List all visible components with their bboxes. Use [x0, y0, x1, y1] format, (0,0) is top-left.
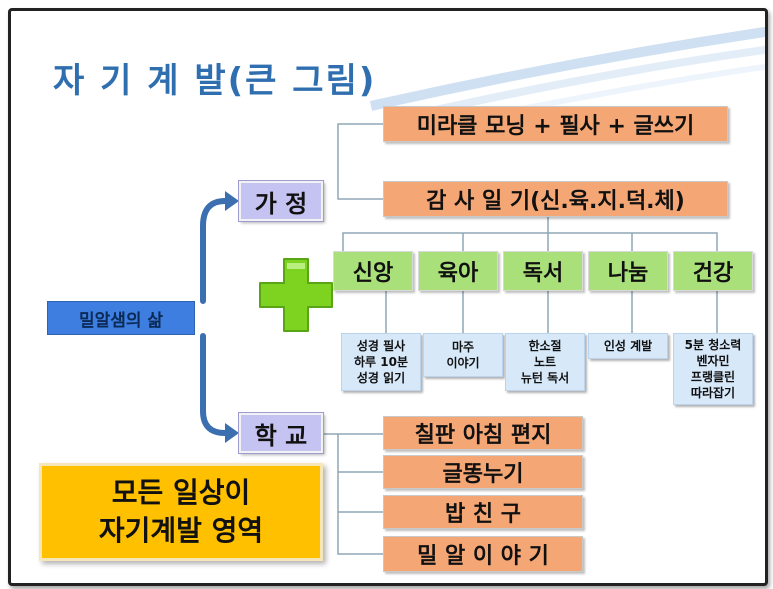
school-item-lunch-friend: 밥 친 구	[383, 495, 583, 529]
school-item-label: 칠판 아침 편지	[414, 423, 552, 448]
branch-home: 가 정	[238, 180, 324, 222]
detail-sharing: 인성 계발	[588, 333, 668, 359]
branch-home-label: 가 정	[254, 189, 308, 218]
category-parenting: 육아	[418, 251, 498, 291]
detail-health: 5분 청소력 벤자민 프랭클린 따라잡기	[673, 333, 753, 405]
detail-line: 성경 필사	[356, 339, 406, 353]
category-label: 건강	[692, 261, 734, 286]
home-item-miracle-morning: 미라클 모닝 + 필사 + 글쓰기	[383, 106, 728, 142]
page-title: 자 기 계 발(큰 그림)	[53, 61, 377, 101]
category-label: 육아	[437, 261, 479, 286]
category-label: 신앙	[352, 261, 394, 286]
detail-parenting: 마주 이야기	[423, 333, 503, 377]
detail-line: 하루 10분	[354, 355, 408, 369]
detail-line: 5분 청소력	[684, 338, 742, 352]
detail-line: 성경 읽기	[356, 371, 406, 385]
root-node: 밀알샘의 삶	[47, 301, 195, 335]
root-label: 밀알샘의 삶	[78, 310, 164, 331]
home-item-label: 감 사 일 기(신.육.지.덕.체)	[426, 189, 685, 214]
summary-box: 모든 일상이 자기계발 영역	[39, 463, 323, 561]
detail-line: 한소절	[528, 339, 562, 353]
category-label: 독서	[522, 261, 564, 286]
branch-school-label: 학 교	[254, 421, 308, 450]
school-item-label: 밀 알 이 야 기	[417, 544, 549, 569]
category-reading: 독서	[503, 251, 583, 291]
plus-icon	[259, 258, 333, 332]
category-sharing: 나눔	[588, 251, 668, 291]
detail-line: 마주	[451, 340, 475, 354]
detail-line: 프랭클린	[690, 370, 736, 384]
slide-frame: 자 기 계 발(큰 그림)	[8, 8, 768, 586]
category-health: 건강	[673, 251, 753, 291]
school-item-label: 밥 친 구	[444, 502, 522, 527]
connector-lines	[200, 123, 718, 555]
branch-school: 학 교	[238, 412, 324, 454]
curved-arrow-icon	[200, 191, 239, 443]
home-item-label: 미라클 모닝 + 필사 + 글쓰기	[416, 114, 695, 139]
category-label: 나눔	[607, 261, 649, 286]
school-item-label: 글똥누기	[442, 462, 524, 487]
summary-line: 모든 일상이	[111, 476, 251, 509]
school-item-story: 밀 알 이 야 기	[383, 536, 583, 572]
detail-line: 뉴턴 독서	[520, 371, 570, 385]
category-faith: 신앙	[333, 251, 413, 291]
detail-reading: 한소절 노트 뉴턴 독서	[505, 333, 585, 391]
school-item-board-letter: 칠판 아침 편지	[383, 416, 583, 450]
detail-line: 인성 계발	[603, 339, 653, 353]
detail-line: 이야기	[446, 356, 480, 370]
detail-line: 따라잡기	[690, 386, 736, 400]
detail-faith: 성경 필사 하루 10분 성경 읽기	[341, 333, 421, 391]
home-item-gratitude-journal: 감 사 일 기(신.육.지.덕.체)	[383, 181, 728, 217]
detail-line: 벤자민	[696, 354, 730, 368]
summary-line: 자기계발 영역	[98, 514, 264, 547]
detail-line: 노트	[533, 355, 557, 369]
school-item-writing: 글똥누기	[383, 455, 583, 489]
